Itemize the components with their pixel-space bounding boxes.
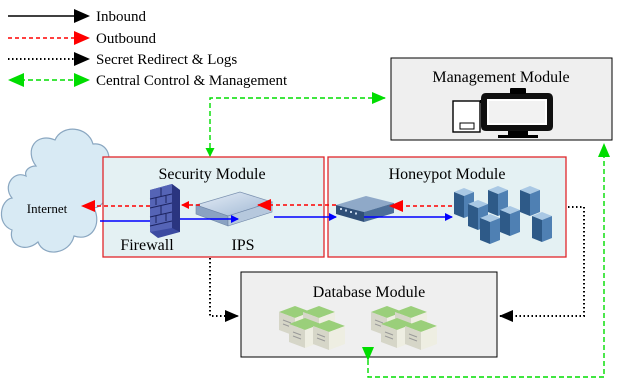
legend-outbound-arrowhead	[74, 31, 90, 45]
central-arrow-database-management	[362, 143, 610, 378]
honeypot-module-title: Honeypot Module	[389, 166, 506, 183]
computer-icon	[452, 88, 553, 138]
legend-inbound-label: Inbound	[96, 9, 146, 25]
legend-secret-label: Secret Redirect & Logs	[96, 52, 237, 68]
internet-label: Internet	[27, 201, 68, 216]
management-module: Management Module	[390, 57, 613, 141]
legend-outbound-label: Outbound	[96, 31, 157, 47]
security-module-title: Security Module	[158, 166, 265, 183]
legend-secret-arrowhead	[74, 52, 90, 66]
database-module: Database Module	[240, 271, 498, 358]
management-module-title: Management Module	[432, 69, 569, 86]
firewall-label: Firewall	[120, 237, 174, 254]
legend-inbound-arrowhead	[74, 9, 90, 23]
ips-icon	[194, 191, 274, 227]
database-server-group-left-icon	[279, 306, 345, 350]
legend-central-arrowhead-right	[74, 73, 90, 87]
firewall-icon	[149, 184, 180, 238]
security-module: Security Module Firewall	[102, 156, 325, 258]
central-arrow-security-management	[205, 92, 386, 157]
legend-central-arrowhead-left	[8, 73, 24, 87]
internet-cloud: Internet	[0, 128, 110, 253]
honeypot-module: Honeypot Module	[327, 156, 567, 258]
legend-central-label: Central Control & Management	[96, 73, 288, 89]
legend: Inbound Outbound Secret Redirect & Logs …	[8, 9, 288, 89]
ips-label: IPS	[231, 237, 254, 254]
database-module-title: Database Module	[313, 284, 425, 301]
secret-arrow-ips-database	[209, 258, 239, 322]
